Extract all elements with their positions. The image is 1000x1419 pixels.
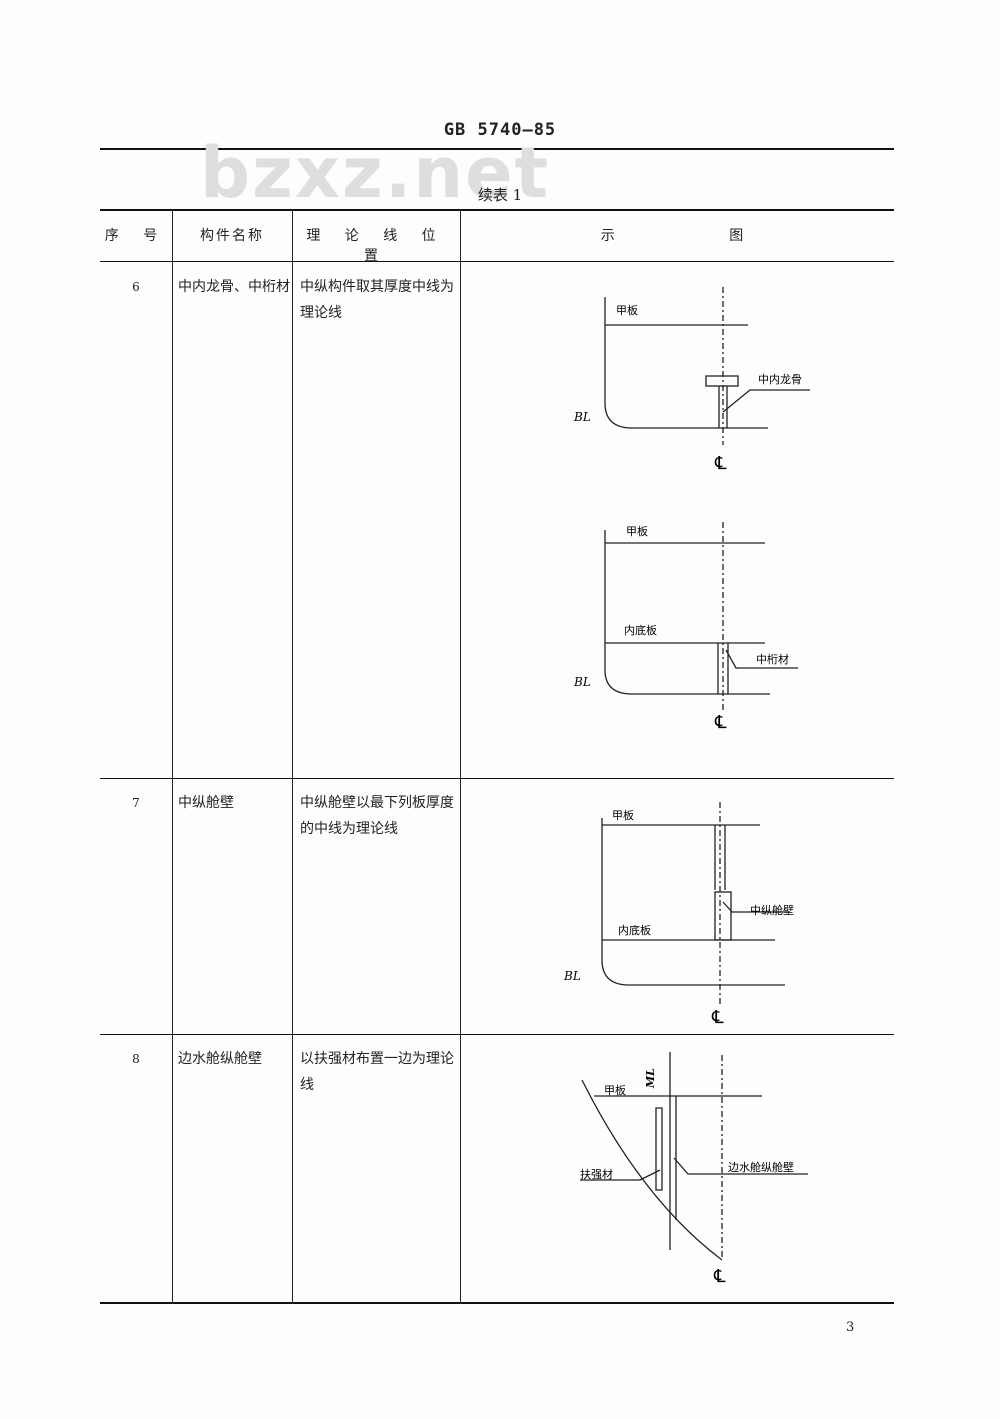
- diagram-wing-tank-longitudinal-bulkhead: ML 甲板 扶强材 边水舱纵舱壁 ℄: [580, 1052, 808, 1287]
- column-header-no: 序 号: [104, 228, 168, 244]
- watermark: bzxz.net: [200, 132, 551, 214]
- table-head-rule: [100, 261, 894, 262]
- diagram-center-keelson: 甲板 中内龙骨 BL ℄: [573, 287, 810, 474]
- member-label: 边水舱纵舱壁: [728, 1160, 794, 1174]
- column-header-position: 理 论 线 位 置: [306, 228, 446, 264]
- row-6-position: 中纵构件取其厚度中线为理论线: [300, 279, 454, 321]
- centerline-symbol: ℄: [714, 712, 727, 733]
- baseline-label: BL: [573, 410, 591, 424]
- row-8-no: 8: [132, 1052, 140, 1066]
- column-header-diagram: 示 图: [600, 228, 754, 244]
- column-divider-3: [460, 209, 461, 1304]
- table-bottom-rule: [100, 1302, 894, 1304]
- row-divider-7-8: [100, 1034, 894, 1035]
- baseline-label: BL: [563, 969, 581, 983]
- centerline-symbol: ℄: [713, 1266, 726, 1287]
- row-divider-6-7: [100, 778, 894, 779]
- baseline-label: BL: [573, 675, 591, 689]
- table-caption: 续表 1: [477, 186, 523, 204]
- row-6-no: 6: [132, 280, 140, 294]
- column-divider-2: [292, 209, 293, 1304]
- page-number: 3: [846, 1320, 855, 1335]
- stiffener-label: 扶强材: [580, 1167, 613, 1181]
- deck-label: 甲板: [604, 1083, 626, 1097]
- member-label: 中纵舱壁: [750, 903, 794, 917]
- row-6-name: 中内龙骨、中桁材: [178, 279, 290, 295]
- row-7-position: 中纵舱壁以最下列板厚度的中线为理论线: [300, 795, 454, 837]
- diagram-center-girder: 甲板 内底板 中桁材 BL ℄: [573, 522, 798, 733]
- member-label: 中内龙骨: [758, 372, 802, 386]
- inner-bottom-label: 内底板: [618, 923, 651, 937]
- diagram-center-longitudinal-bulkhead: 甲板 中纵舱壁 内底板 BL ℄: [563, 802, 794, 1028]
- column-divider-1: [172, 209, 173, 1304]
- ml-label: ML: [644, 1068, 657, 1089]
- row-8-name: 边水舱纵舱壁: [178, 1051, 262, 1067]
- row-7-no: 7: [132, 796, 140, 810]
- deck-label: 甲板: [616, 303, 638, 317]
- inner-bottom-label: 内底板: [624, 623, 657, 637]
- row-7-name: 中纵舱壁: [178, 795, 234, 811]
- deck-label: 甲板: [626, 524, 648, 538]
- row-8-position: 以扶强材布置一边为理论线: [300, 1051, 454, 1093]
- table-top-rule: [100, 209, 894, 211]
- centerline-symbol: ℄: [714, 453, 727, 474]
- column-header-name: 构件名称: [200, 228, 264, 244]
- header-rule: [100, 148, 894, 150]
- deck-label: 甲板: [612, 808, 634, 822]
- centerline-symbol: ℄: [711, 1007, 724, 1028]
- standard-code: GB 5740—85: [443, 120, 557, 140]
- member-label: 中桁材: [756, 652, 789, 666]
